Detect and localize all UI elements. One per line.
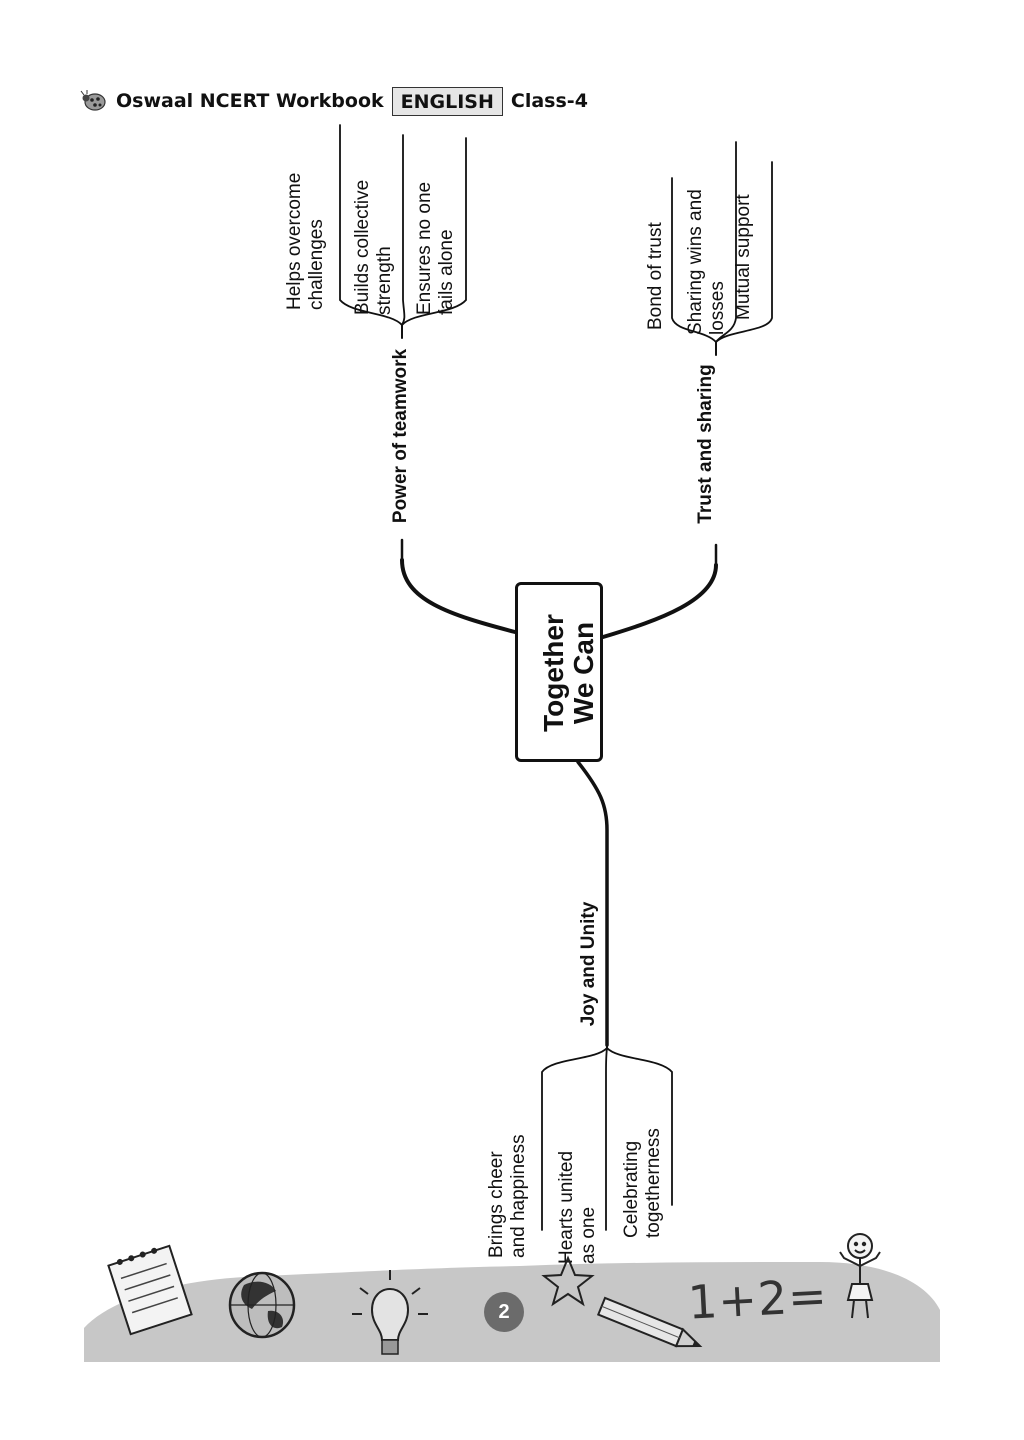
subject-label: ENGLISH: [391, 86, 503, 116]
notepad-icon: [107, 1244, 193, 1336]
page-number-badge: 2: [484, 1292, 524, 1332]
star-icon: [541, 1255, 595, 1307]
lightbulb-icon: [352, 1270, 428, 1355]
pencil-icon: [596, 1296, 703, 1348]
center-node: [515, 582, 603, 762]
page-header: Oswaal NCERT Workbook ENGLISH Class-4: [80, 84, 588, 118]
ladybug-icon: [80, 90, 106, 111]
stick-figure-icon: [839, 1233, 881, 1319]
class-label: Class-4: [510, 90, 588, 112]
math-scribble: 1+2=: [686, 1268, 829, 1330]
publisher-title: Oswaal NCERT Workbook: [116, 90, 384, 112]
globe-icon: [228, 1271, 296, 1339]
